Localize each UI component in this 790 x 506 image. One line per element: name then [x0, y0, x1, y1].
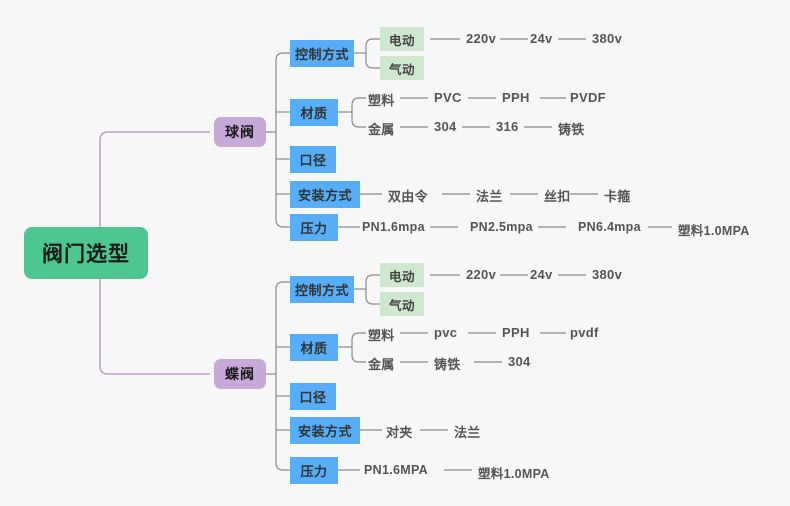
- root-node[interactable]: 阀门选型: [24, 227, 148, 279]
- leaf-metal-ball: 金属: [368, 122, 395, 137]
- leaf-node-electric-ball[interactable]: 电动: [380, 27, 424, 51]
- category-label: 口径: [299, 390, 327, 405]
- category-node-diameter-butterfly[interactable]: 口径: [290, 383, 336, 410]
- category-label: 控制方式: [294, 47, 349, 62]
- category-label: 口径: [299, 153, 327, 168]
- item-220v-butterfly: 220v: [466, 267, 497, 282]
- item-pressure-4-ball: 塑料1.0MPA: [678, 224, 750, 238]
- item-install-1-ball: 双由令: [388, 189, 428, 204]
- category-label: 材质: [300, 106, 328, 121]
- item-install-3-ball: 丝扣: [544, 189, 571, 204]
- item-220v-ball: 220v: [466, 31, 497, 46]
- leaf-plastic-butterfly: 塑料: [368, 328, 395, 343]
- leaf-label: 电动: [388, 33, 415, 48]
- item-install-4-ball: 卡箍: [604, 189, 631, 204]
- leaf-label: 电动: [388, 269, 415, 284]
- branch-label: 蝶阀: [225, 366, 255, 382]
- leaf-node-electric-butterfly[interactable]: 电动: [380, 263, 424, 287]
- item-pvc-butterfly: pvc: [434, 325, 458, 340]
- branch-label: 球阀: [225, 124, 255, 140]
- root-label: 阀门选型: [42, 243, 130, 266]
- category-node-control-mode-ball[interactable]: 控制方式: [290, 40, 354, 67]
- item-316-ball: 316: [496, 119, 519, 134]
- category-node-diameter-ball[interactable]: 口径: [290, 146, 336, 173]
- category-node-material-ball[interactable]: 材质: [290, 99, 338, 126]
- branch-node-butterfly-valve[interactable]: 蝶阀: [214, 359, 266, 389]
- category-node-install-ball[interactable]: 安装方式: [290, 181, 360, 208]
- category-node-pressure-butterfly[interactable]: 压力: [290, 457, 338, 484]
- item-pvdf-ball: PVDF: [570, 90, 606, 105]
- category-node-control-mode-butterfly[interactable]: 控制方式: [290, 276, 354, 303]
- item-pvc-ball: PVC: [434, 90, 462, 105]
- leaf-label: 气动: [388, 298, 415, 313]
- item-304-butterfly: 304: [508, 354, 531, 369]
- category-label: 材质: [300, 341, 328, 356]
- item-install-2-ball: 法兰: [476, 189, 503, 204]
- item-pressure-3-ball: PN6.4mpa: [578, 220, 641, 234]
- item-380v-ball: 380v: [592, 31, 623, 46]
- item-pph-butterfly: PPH: [502, 325, 530, 340]
- item-pph-ball: PPH: [502, 90, 530, 105]
- leaf-metal-butterfly: 金属: [368, 357, 395, 372]
- item-pressure-2-butterfly: 塑料1.0MPA: [478, 467, 550, 481]
- leaf-node-pneumatic-butterfly[interactable]: 气动: [380, 292, 424, 316]
- category-node-install-butterfly[interactable]: 安装方式: [290, 417, 360, 444]
- leaf-plastic-ball: 塑料: [368, 93, 395, 108]
- category-label: 压力: [300, 221, 328, 236]
- branch-node-ball-valve[interactable]: 球阀: [214, 117, 266, 147]
- category-node-pressure-ball[interactable]: 压力: [290, 214, 338, 241]
- category-label: 安装方式: [297, 188, 352, 203]
- item-24v-butterfly: 24v: [530, 267, 553, 282]
- item-pressure-1-ball: PN1.6mpa: [362, 220, 425, 234]
- item-install-1-butterfly: 对夹: [386, 425, 413, 440]
- category-label: 压力: [300, 464, 328, 479]
- item-pressure-1-butterfly: PN1.6MPA: [364, 463, 428, 477]
- item-cast-iron-ball: 铸铁: [558, 122, 585, 137]
- leaf-label: 气动: [388, 62, 415, 77]
- item-pvdf-butterfly: pvdf: [570, 325, 599, 340]
- category-label: 安装方式: [297, 424, 352, 439]
- category-label: 控制方式: [294, 283, 349, 298]
- item-24v-ball: 24v: [530, 31, 553, 46]
- leaf-node-pneumatic-ball[interactable]: 气动: [380, 56, 424, 80]
- category-node-material-butterfly[interactable]: 材质: [290, 334, 338, 361]
- item-380v-butterfly: 380v: [592, 267, 623, 282]
- item-304-ball: 304: [434, 119, 457, 134]
- item-install-2-butterfly: 法兰: [454, 425, 481, 440]
- item-cast-iron-butterfly: 铸铁: [434, 357, 461, 372]
- item-pressure-2-ball: PN2.5mpa: [470, 220, 533, 234]
